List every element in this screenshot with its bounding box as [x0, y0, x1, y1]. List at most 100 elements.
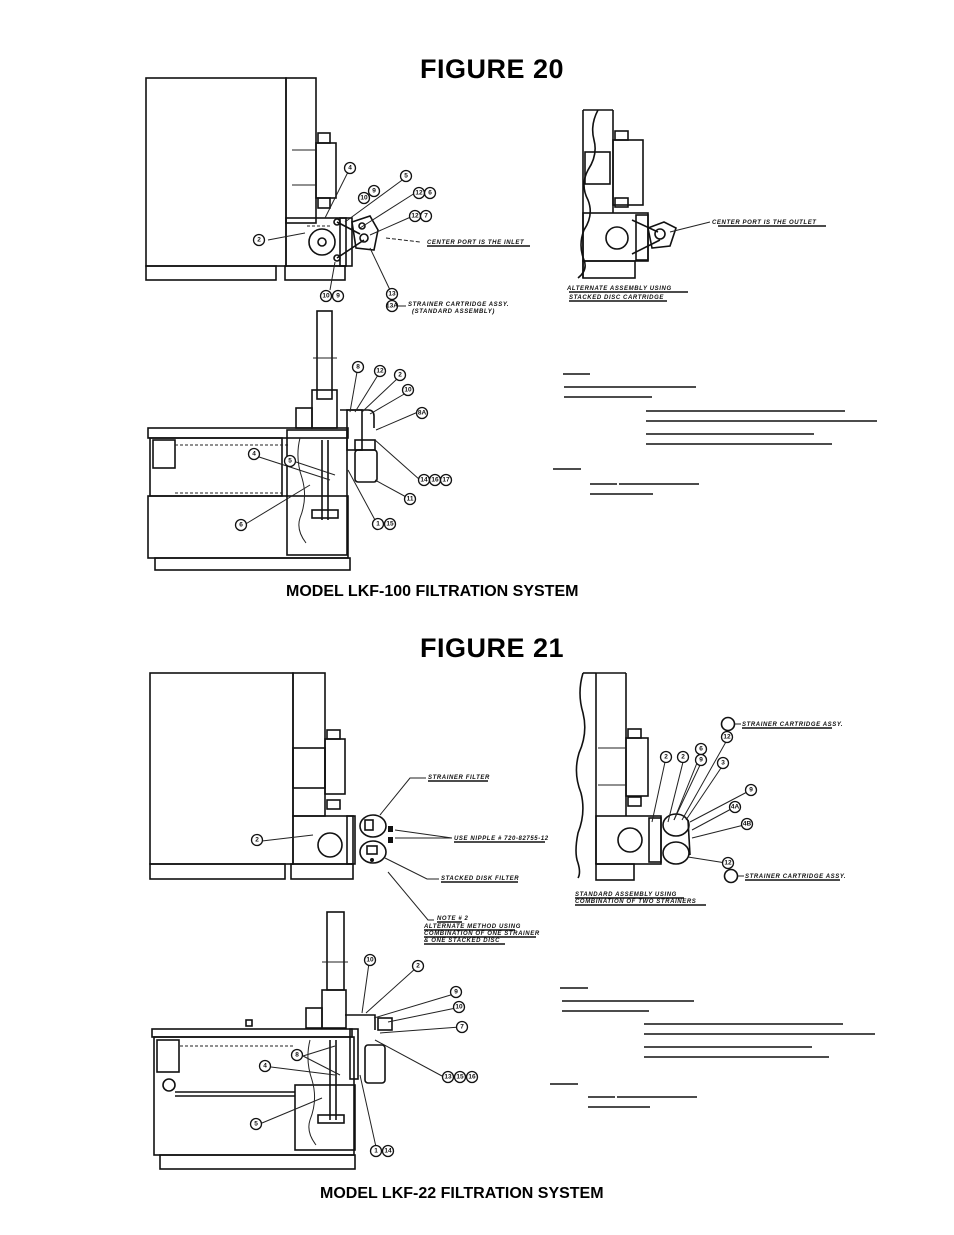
figure-21-caption: MODEL LKF-22 FILTRATION SYSTEM: [320, 1185, 604, 1202]
callout-9: 9: [694, 753, 708, 767]
svg-text:5: 5: [254, 1121, 258, 1128]
upper-strainer-housing: [662, 813, 690, 837]
fryer-base: [145, 265, 277, 281]
svg-text:15: 15: [456, 1074, 464, 1081]
svg-text:8: 8: [356, 364, 360, 371]
note-stacked-disc-cartridge: STACKED DISC CARTRIDGE: [569, 295, 664, 301]
svg-text:9: 9: [454, 989, 458, 996]
fig21-front-view: 2 STRAINER FILTER USE NIPPLE # 720-82755…: [149, 672, 548, 945]
svg-text:7: 7: [424, 213, 428, 220]
note-strainer-cartridge-bottom: STRAINER CARTRIDGE ASSY.: [745, 874, 846, 880]
strainer-cartridge-symbol: [723, 868, 739, 884]
svg-text:8A: 8A: [418, 410, 427, 417]
fig20-side-view: CENTER PORT IS THE OUTLET ALTERNATE ASSE…: [566, 109, 826, 302]
lower-strainer-housing: [662, 841, 690, 865]
break-line: [575, 672, 586, 879]
callout-8a: 8A: [415, 406, 429, 420]
svg-text:4A: 4A: [731, 804, 740, 811]
svg-text:10: 10: [455, 1004, 463, 1011]
callout-4: 4: [258, 1059, 272, 1073]
svg-text:6: 6: [428, 190, 432, 197]
svg-text:5: 5: [288, 458, 292, 465]
blank-notes-fig20: [553, 373, 877, 495]
callout-2: 2: [659, 750, 673, 764]
callout-6: 6: [423, 186, 437, 200]
note-two-strainers: COMBINATION OF TWO STRAINERS: [575, 899, 696, 905]
callout-8: 8: [290, 1048, 304, 1062]
callout-5: 5: [283, 454, 297, 468]
note-strainer-cartridge-top: STRAINER CARTRIDGE ASSY.: [742, 722, 843, 728]
callout-7: 7: [419, 209, 433, 223]
svg-text:1: 1: [374, 1148, 378, 1155]
callout-3: 3: [716, 756, 730, 770]
svg-text:13: 13: [444, 1074, 452, 1081]
note-2-line3: & ONE STACKED DISC: [424, 938, 500, 944]
callout-15: 15: [453, 1070, 467, 1084]
strainer-housing: [351, 215, 379, 251]
svg-text:2: 2: [664, 754, 668, 761]
callout-1: 1: [371, 517, 385, 531]
svg-text:2: 2: [398, 372, 402, 379]
callout-7: 7: [455, 1020, 469, 1034]
svg-text:15: 15: [386, 521, 394, 528]
svg-text:16: 16: [431, 477, 439, 484]
svg-text:4: 4: [348, 165, 352, 172]
svg-text:10: 10: [360, 195, 368, 202]
svg-text:2: 2: [681, 754, 685, 761]
note-2-heading: NOTE # 2: [437, 916, 469, 922]
callout-4b: 4B: [740, 817, 754, 831]
svg-text:17: 17: [442, 477, 450, 484]
callout-17: 17: [439, 473, 453, 487]
svg-text:5: 5: [404, 173, 408, 180]
callout-4a: 4A: [728, 800, 742, 814]
note-standard-assembly: STANDARD ASSEMBLY USING: [575, 892, 677, 898]
svg-text:2: 2: [416, 963, 420, 970]
blank-notes-fig21: [550, 987, 875, 1108]
svg-text:7: 7: [460, 1024, 464, 1031]
svg-text:4: 4: [263, 1063, 267, 1070]
svg-text:9: 9: [749, 787, 753, 794]
callout-2: 2: [411, 959, 425, 973]
callout-12: 12: [412, 186, 426, 200]
note-standard-assembly: (STANDARD ASSEMBLY): [412, 309, 495, 315]
note-2-line1: ALTERNATE METHOD USING: [423, 924, 521, 930]
callout-6: 6: [234, 518, 248, 532]
svg-text:6: 6: [699, 746, 703, 753]
fig21-side-view: 2 2 6 9 12 3 9 4A 4B 12 STRAINER CARTRID…: [575, 672, 846, 906]
note-strainer-cartridge: STRAINER CARTRIDGE ASSY.: [408, 302, 509, 308]
callout-12: 12: [373, 364, 387, 378]
callout-12: 12: [721, 856, 735, 870]
callout-9: 9: [331, 289, 345, 303]
callout-13: 13: [441, 1070, 455, 1084]
callout-4: 4: [343, 161, 357, 175]
svg-text:3: 3: [721, 760, 725, 767]
callout-2: 2: [250, 833, 264, 847]
svg-text:12: 12: [415, 190, 423, 197]
break-line: [577, 109, 599, 279]
callout-4: 4: [247, 447, 261, 461]
callout-5: 5: [249, 1117, 263, 1131]
svg-text:10: 10: [366, 957, 374, 964]
callout-9: 9: [367, 184, 381, 198]
svg-text:12: 12: [411, 213, 419, 220]
svg-text:9: 9: [372, 188, 376, 195]
callout-9: 9: [449, 985, 463, 999]
callout-6: 6: [694, 742, 708, 756]
fryer-cabinet: [149, 672, 294, 865]
callout-13: 13: [385, 287, 399, 301]
note-strainer-filter: STRAINER FILTER: [428, 775, 490, 781]
fryer-top: [151, 1028, 353, 1038]
callout-16: 16: [428, 473, 442, 487]
figure-21-title: FIGURE 21: [420, 633, 565, 663]
figure-20-title: FIGURE 20: [420, 54, 565, 84]
callout-12: 12: [720, 730, 734, 744]
callout-14: 14: [381, 1144, 395, 1158]
svg-text:13: 13: [388, 291, 396, 298]
callout-2: 2: [252, 233, 266, 247]
fig20-top-view: 8 12 2 10 8A 4 5 6 14 16 17 11 1 15: [147, 310, 877, 571]
callout-8: 8: [351, 360, 365, 374]
svg-text:2: 2: [255, 837, 259, 844]
svg-text:8: 8: [295, 1052, 299, 1059]
note-alternate-assembly: ALTERNATE ASSEMBLY USING: [566, 286, 672, 292]
